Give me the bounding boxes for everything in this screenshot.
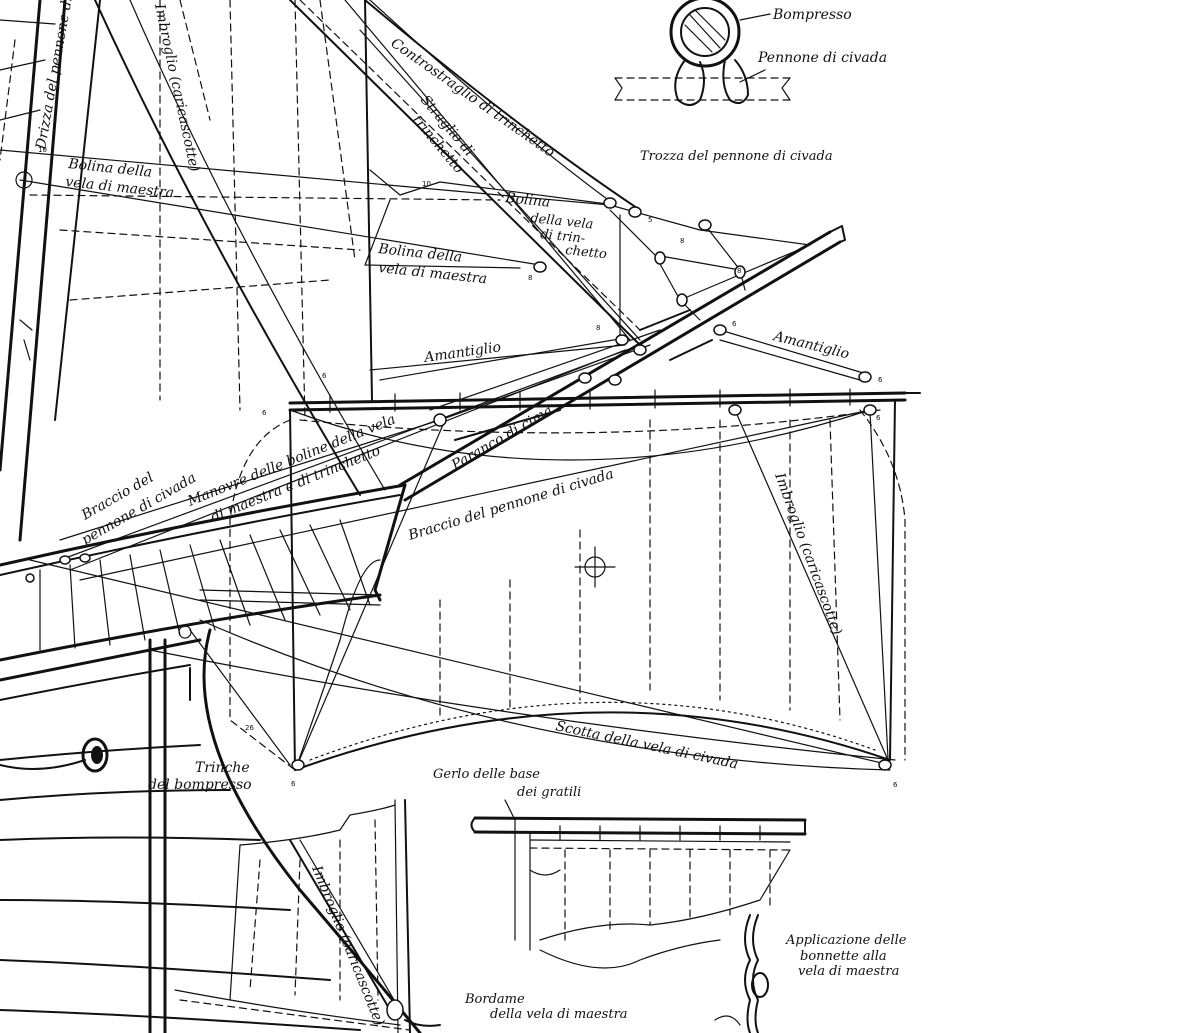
- ref-number: 6: [322, 372, 327, 380]
- ref-number: 5: [648, 216, 652, 224]
- ref-number: 6: [262, 409, 267, 417]
- label-bordame-2: della vela di maestra: [490, 1007, 628, 1022]
- reference-numbers: 10 10 8 8 8 8 5 6 6 6 6 6 6 6 26: [38, 146, 898, 789]
- gerlo-detail: [470, 799, 807, 969]
- label-imbroglio-right: Imbroglio (caricascotte): [771, 470, 845, 637]
- main-sail-area: [0, 0, 101, 542]
- ref-number: 6: [876, 414, 881, 422]
- label-amantiglio-left: Amantiglio: [421, 339, 502, 366]
- label-bolina-trinchetto-4: chetto: [565, 243, 608, 262]
- ref-number: 8: [680, 237, 684, 245]
- label-bolina-trinchetto-1: Bolina: [504, 190, 551, 211]
- label-gerlo-1: Gerlo delle base: [433, 767, 540, 782]
- label-trinche-2: del bompresso: [148, 777, 252, 793]
- label-bolina-maestra-2: vela di maestra: [65, 174, 175, 201]
- hull: [0, 483, 422, 1033]
- ref-number: 8: [596, 324, 600, 332]
- ref-number: 26: [245, 724, 254, 732]
- label-bolina-trinchetto-2: della vela: [530, 211, 594, 233]
- arrows: [189, 309, 713, 701]
- label-scotta: Scotta della vela di civada: [554, 718, 739, 772]
- bonnette-detail: [714, 914, 769, 1033]
- label-applicazione-3: vela di maestra: [798, 964, 899, 979]
- ref-number: 10: [422, 180, 431, 188]
- blocks: [25, 197, 892, 771]
- foresail: [59, 0, 386, 496]
- label-imbroglio-bottom: Imbroglio (caricascotte): [308, 863, 387, 1029]
- ref-number: 6: [878, 376, 883, 384]
- ref-number: 6: [732, 320, 737, 328]
- stays: [289, 0, 641, 346]
- ref-number: 10: [38, 146, 47, 154]
- label-trozza: Trozza del pennone di civada: [640, 149, 833, 164]
- label-bordame-1: Bordame: [464, 992, 525, 1007]
- label-imbroglio-top: Imbroglio (caricascotte): [151, 2, 202, 174]
- label-bolina-trinchetto-3: di trin-: [540, 227, 586, 247]
- label-pennone-di-civada: Pennone di civada: [757, 50, 887, 66]
- bowlines: [0, 149, 811, 336]
- spritsail: [229, 399, 906, 771]
- label-trinche-1: Trinche: [195, 760, 250, 776]
- registration-mark: [574, 546, 616, 588]
- ref-number: 8: [737, 267, 741, 275]
- spritsail-yard: [288, 388, 921, 413]
- label-applicazione-2: bonnette alla: [800, 949, 887, 964]
- label-bolina-maestra-b2: vela di maestra: [378, 260, 488, 287]
- bompresso-detail: [614, 0, 791, 106]
- ref-number: 6: [291, 780, 296, 788]
- ref-number: 6: [893, 781, 898, 789]
- braccio-lines: [29, 329, 896, 771]
- label-bompresso: Bompresso: [772, 7, 852, 23]
- bottom-sail-detail: [174, 799, 441, 1033]
- label-braccio-long: Braccio del pennone di civada: [406, 466, 616, 544]
- ref-number: 8: [528, 274, 532, 282]
- label-gerlo-2: dei gratili: [517, 785, 581, 800]
- label-applicazione-1: Applicazione delle: [785, 933, 907, 948]
- label-controstraglio: Controstraglio di trinchetto: [388, 35, 558, 161]
